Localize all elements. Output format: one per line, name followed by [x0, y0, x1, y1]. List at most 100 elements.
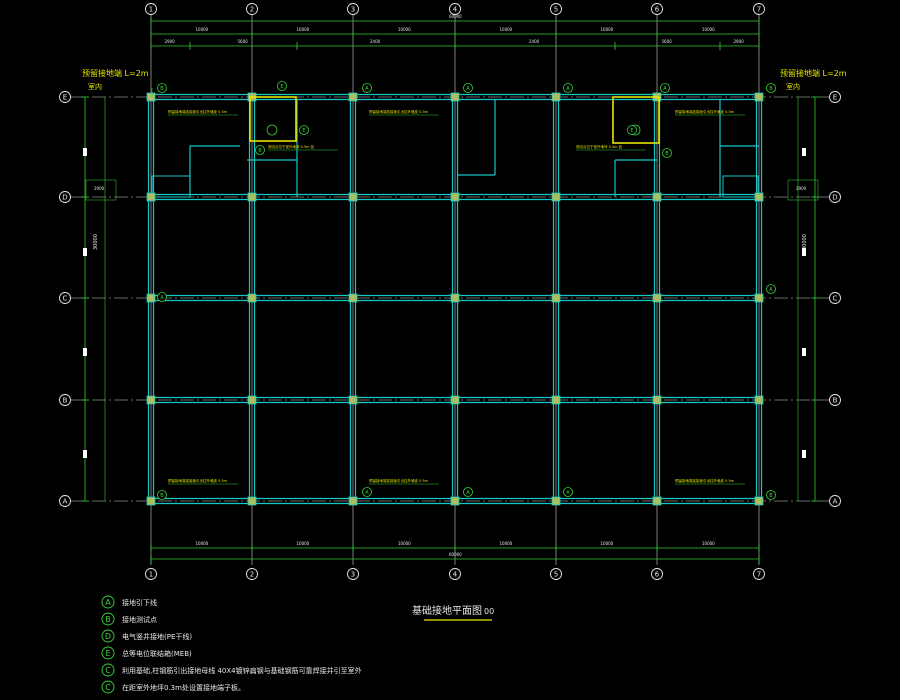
- axis-row-right-B: [829, 394, 841, 406]
- axis-col-bottom-3-label: 3: [351, 571, 355, 579]
- column: [754, 395, 764, 405]
- marker-e: [277, 81, 287, 91]
- marker-b: [662, 148, 672, 158]
- top-dim-sub-left-label: 2400: [370, 39, 381, 44]
- left-small-dim: 2900: [94, 186, 105, 191]
- right-small-dim: 2900: [796, 186, 807, 191]
- marker-a: [362, 487, 372, 497]
- top-dim-segments-label: 10000: [196, 27, 209, 32]
- svg-text:C: C: [105, 683, 111, 692]
- top-dim-segments-label: 10000: [500, 27, 513, 32]
- column: [754, 192, 764, 202]
- marker-e: [627, 125, 637, 135]
- axis-col-bottom-5-label: 5: [554, 571, 558, 579]
- column: [348, 395, 358, 405]
- legend-text: 接地测试点: [122, 615, 157, 624]
- axis-col-top-7-label: 7: [757, 6, 761, 14]
- axis-row-right-C-label: C: [833, 295, 838, 303]
- bottom-dim-segments-label: 10000: [196, 541, 209, 546]
- right-note-header: 预留接地端 L=2m: [780, 68, 847, 78]
- svg-text:A: A: [566, 490, 570, 496]
- axis-row-right-C: [829, 292, 841, 304]
- axis-row-right-D: [829, 191, 841, 203]
- column: [450, 192, 460, 202]
- axis-row-right-D-label: D: [832, 194, 837, 202]
- axis-col-bottom-6-label: 6: [655, 571, 660, 579]
- axis-col-bottom-4: [449, 568, 461, 580]
- svg-text:B: B: [769, 493, 773, 499]
- bottom-dim-segments-label: 10000: [500, 541, 513, 546]
- annotation-tag: 预留接地端连接板引出柱外墙皮 0.5m: [675, 478, 735, 483]
- column: [754, 496, 764, 506]
- axis-row-right-A-label: A: [833, 498, 838, 506]
- axis-row-right-A: [829, 495, 841, 507]
- annotation-tag: 预留接地端连接板引出柱外墙皮 0.5m: [168, 478, 228, 483]
- legend-text: 接地引下线: [122, 598, 157, 607]
- axis-row-left-E-label: E: [63, 94, 67, 102]
- top-dim-sub-left-label: 2900: [165, 39, 176, 44]
- svg-text:E: E: [280, 84, 283, 90]
- svg-text:E: E: [630, 128, 633, 134]
- column: [146, 192, 156, 202]
- axis-row-left-B: [59, 394, 71, 406]
- column: [348, 293, 358, 303]
- axis-row-left-E: [59, 91, 71, 103]
- legend-text: 利用基础,柱钢筋引出接地母线 40X4镀锌扁钢与基础钢筋可靠焊接并引至室外: [122, 666, 362, 675]
- legend-text: 在距室外地坪0.3m处设置接地端子板。: [122, 683, 245, 692]
- marker-a: [766, 284, 776, 294]
- svg-text:A: A: [160, 295, 164, 301]
- column: [247, 496, 257, 506]
- column: [652, 192, 662, 202]
- svg-text:B: B: [665, 151, 669, 157]
- bottom-dim-segments-label: 10000: [702, 541, 715, 546]
- room-0: [151, 175, 191, 198]
- column: [146, 92, 156, 102]
- top-dim-sub-right-label: 5600: [662, 39, 673, 44]
- column: [348, 496, 358, 506]
- top-dim-segments-label: 10000: [297, 27, 310, 32]
- column: [450, 395, 460, 405]
- column: [247, 192, 257, 202]
- column: [348, 192, 358, 202]
- column: [146, 293, 156, 303]
- axis-col-bottom-4-label: 4: [453, 571, 458, 579]
- marker-a: [563, 83, 573, 93]
- svg-text:A: A: [365, 86, 369, 92]
- axis-row-right-E: [829, 91, 841, 103]
- svg-text:A: A: [105, 598, 111, 607]
- legend-symbol-b: [101, 612, 115, 626]
- svg-text:B: B: [105, 615, 111, 624]
- right-note-sub: 室内: [786, 82, 800, 91]
- left-dim-text: 30000: [93, 234, 99, 250]
- drawing-title: 基础接地平面图: [412, 604, 482, 617]
- annotation-tag: 预留接地端连接板引出柱外墙皮 0.5m: [675, 109, 735, 114]
- axis-row-left-C-label: C: [63, 295, 68, 303]
- axis-col-top-5-label: 5: [554, 6, 558, 14]
- column: [551, 293, 561, 303]
- marker-a: [157, 292, 167, 302]
- bottom-dim-segments-label: 10000: [601, 541, 614, 546]
- axis-col-top-7: [753, 3, 765, 15]
- column: [754, 293, 764, 303]
- svg-text:A: A: [769, 287, 773, 293]
- axis-col-bottom-1-label: 1: [149, 571, 153, 579]
- column: [247, 293, 257, 303]
- axis-row-left-A-label: A: [63, 498, 68, 506]
- axis-col-top-2: [246, 3, 258, 15]
- column: [652, 496, 662, 506]
- svg-text:A: A: [365, 490, 369, 496]
- legend-symbol-c: [101, 680, 115, 694]
- svg-text:B: B: [160, 493, 164, 499]
- marker-a: [563, 487, 573, 497]
- svg-text:C: C: [105, 666, 111, 675]
- column: [551, 496, 561, 506]
- marker-a: [660, 83, 670, 93]
- top-dim-sub-left-label: 5600: [238, 39, 249, 44]
- column: [146, 395, 156, 405]
- column: [247, 395, 257, 405]
- top-dim-total-label: 60000: [449, 14, 462, 19]
- legend-text: 电气竖井接地(PE干线): [122, 632, 192, 641]
- bottom-dim-segments-label: 10000: [297, 541, 310, 546]
